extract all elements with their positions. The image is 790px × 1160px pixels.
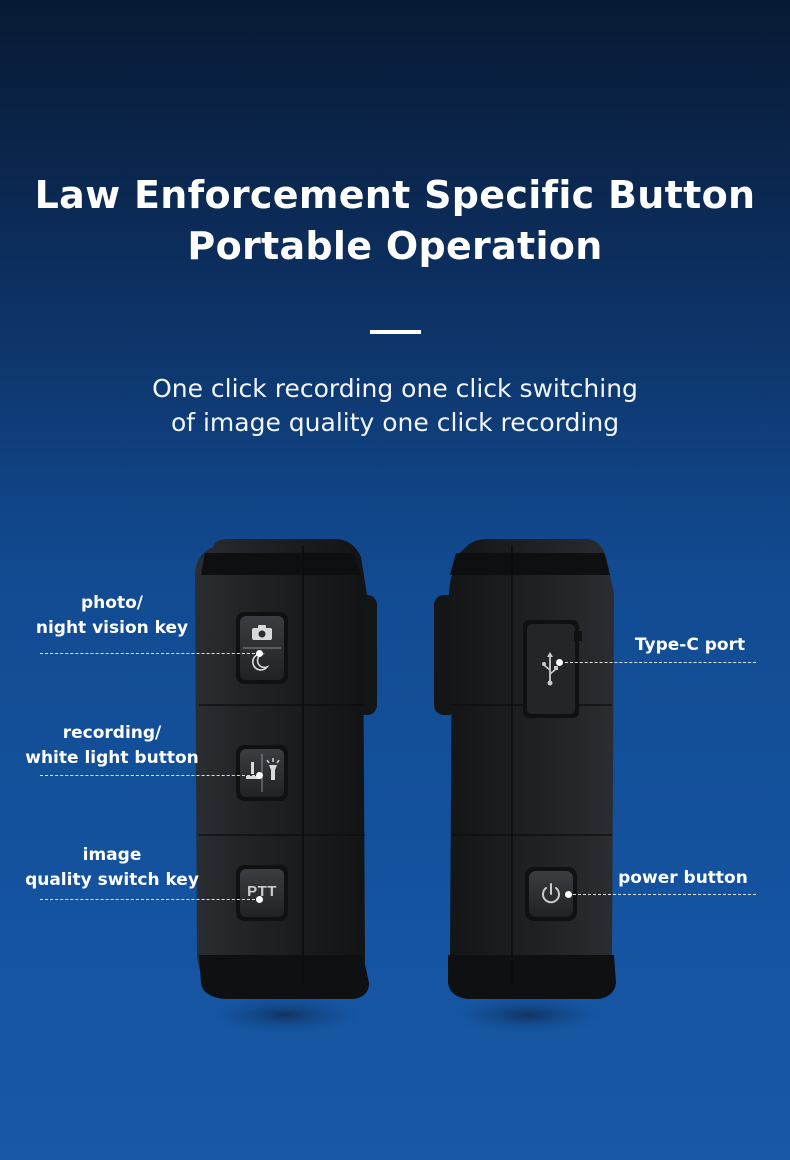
page-subtitle-line-2: of image quality one click recording xyxy=(170,408,620,437)
photo-label-line-2: night vision key xyxy=(35,618,189,638)
type-c-port-label: Type-C port xyxy=(634,635,746,655)
page-title-line-1: Law Enforcement Specific Button xyxy=(34,173,756,217)
photo-night-vision-label: photo/ night vision key xyxy=(30,591,194,641)
page-title: Law Enforcement Specific Button Portable… xyxy=(0,170,790,272)
record-icon xyxy=(245,760,261,782)
power-button-label: power button xyxy=(618,868,748,888)
photo-label-line-1: photo/ xyxy=(81,593,143,613)
photo-night-vision-key[interactable] xyxy=(236,612,288,684)
quality-label-line-1: image xyxy=(82,845,142,865)
quality-leader-line xyxy=(40,899,260,900)
usb-icon xyxy=(541,652,559,686)
camera-left-side-view xyxy=(195,539,377,1035)
camera-icon xyxy=(251,624,273,640)
ptt-button[interactable] xyxy=(236,865,288,921)
camera-right-side-view xyxy=(434,539,618,1035)
type-c-port-cover[interactable] xyxy=(523,620,582,718)
record-label-line-2: white light button xyxy=(25,748,199,768)
page-subtitle-line-1: One click recording one click switching xyxy=(152,374,638,403)
photo-leader-line xyxy=(40,653,260,654)
moon-icon xyxy=(251,652,270,672)
quality-leader-dot xyxy=(256,896,263,903)
title-divider xyxy=(370,330,421,334)
record-leader-line xyxy=(40,775,260,776)
flashlight-icon xyxy=(265,758,281,782)
image-quality-switch-label: image quality switch key xyxy=(20,843,204,893)
power-leader-line xyxy=(568,894,756,895)
quality-label-line-2: quality switch key xyxy=(25,870,199,890)
record-leader-dot xyxy=(256,772,263,779)
typec-leader-dot xyxy=(556,659,563,666)
power-leader-dot xyxy=(565,891,572,898)
power-icon xyxy=(539,882,563,906)
page-subtitle: One click recording one click switching … xyxy=(0,372,790,440)
recording-white-light-label: recording/ white light button xyxy=(20,721,204,771)
photo-leader-dot xyxy=(256,650,263,657)
ptt-label: PTT xyxy=(247,883,277,900)
typec-leader-line xyxy=(560,662,756,663)
page-title-line-2: Portable Operation xyxy=(187,224,603,268)
record-label-line-1: recording/ xyxy=(62,723,162,743)
